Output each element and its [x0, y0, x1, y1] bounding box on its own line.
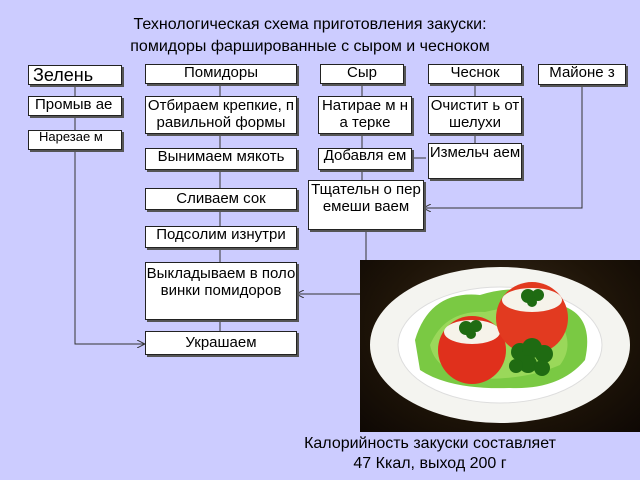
step-grate: Натирае м на терке — [318, 96, 412, 134]
step-add: Добавля ем — [318, 148, 412, 170]
calorie-line-2: 47 Ккал, выход 200 г — [353, 455, 507, 472]
step-remove-pulp: Вынимаем мякоть — [145, 148, 297, 170]
title-line-2: помидоры фаршированные с сыром и чесноко… — [130, 38, 490, 55]
step-mayonnaise: Майоне з — [538, 64, 626, 85]
title-line-1: Технологическая схема приготовления заку… — [133, 16, 487, 33]
step-cheese: Сыр — [320, 64, 404, 84]
step-mix-thoroughly: Тщательн о перемеши ваем — [308, 180, 424, 230]
step-fill-halves: Выкладываем в половинки помидоров — [145, 262, 297, 320]
step-wash: Промыв аем — [28, 96, 122, 116]
step-crush: Измельч аем — [428, 143, 522, 179]
step-select-firm: Отбираем крепкие, правильной формы — [145, 96, 297, 134]
step-tomatoes: Помидоры — [145, 64, 297, 84]
step-chop-greens: Нарезае м — [28, 130, 122, 150]
step-garlic: Чеснок — [428, 64, 522, 84]
dish-illustration — [370, 267, 630, 423]
step-greens: Зелень — [28, 65, 122, 85]
dish-photo — [360, 260, 640, 432]
calorie-line-1: Калорийность закуски составляет — [304, 435, 556, 452]
step-garnish: Украшаем — [145, 331, 297, 355]
diagram-title: Технологическая схема приготовления заку… — [40, 14, 580, 58]
step-drain-juice: Сливаем сок — [145, 188, 297, 210]
step-salt-inside: Подсолим изнутри — [145, 226, 297, 248]
step-peel: Очистит ь от шелухи — [428, 96, 522, 134]
calorie-note: Калорийность закуски составляет 47 Ккал,… — [240, 434, 620, 474]
